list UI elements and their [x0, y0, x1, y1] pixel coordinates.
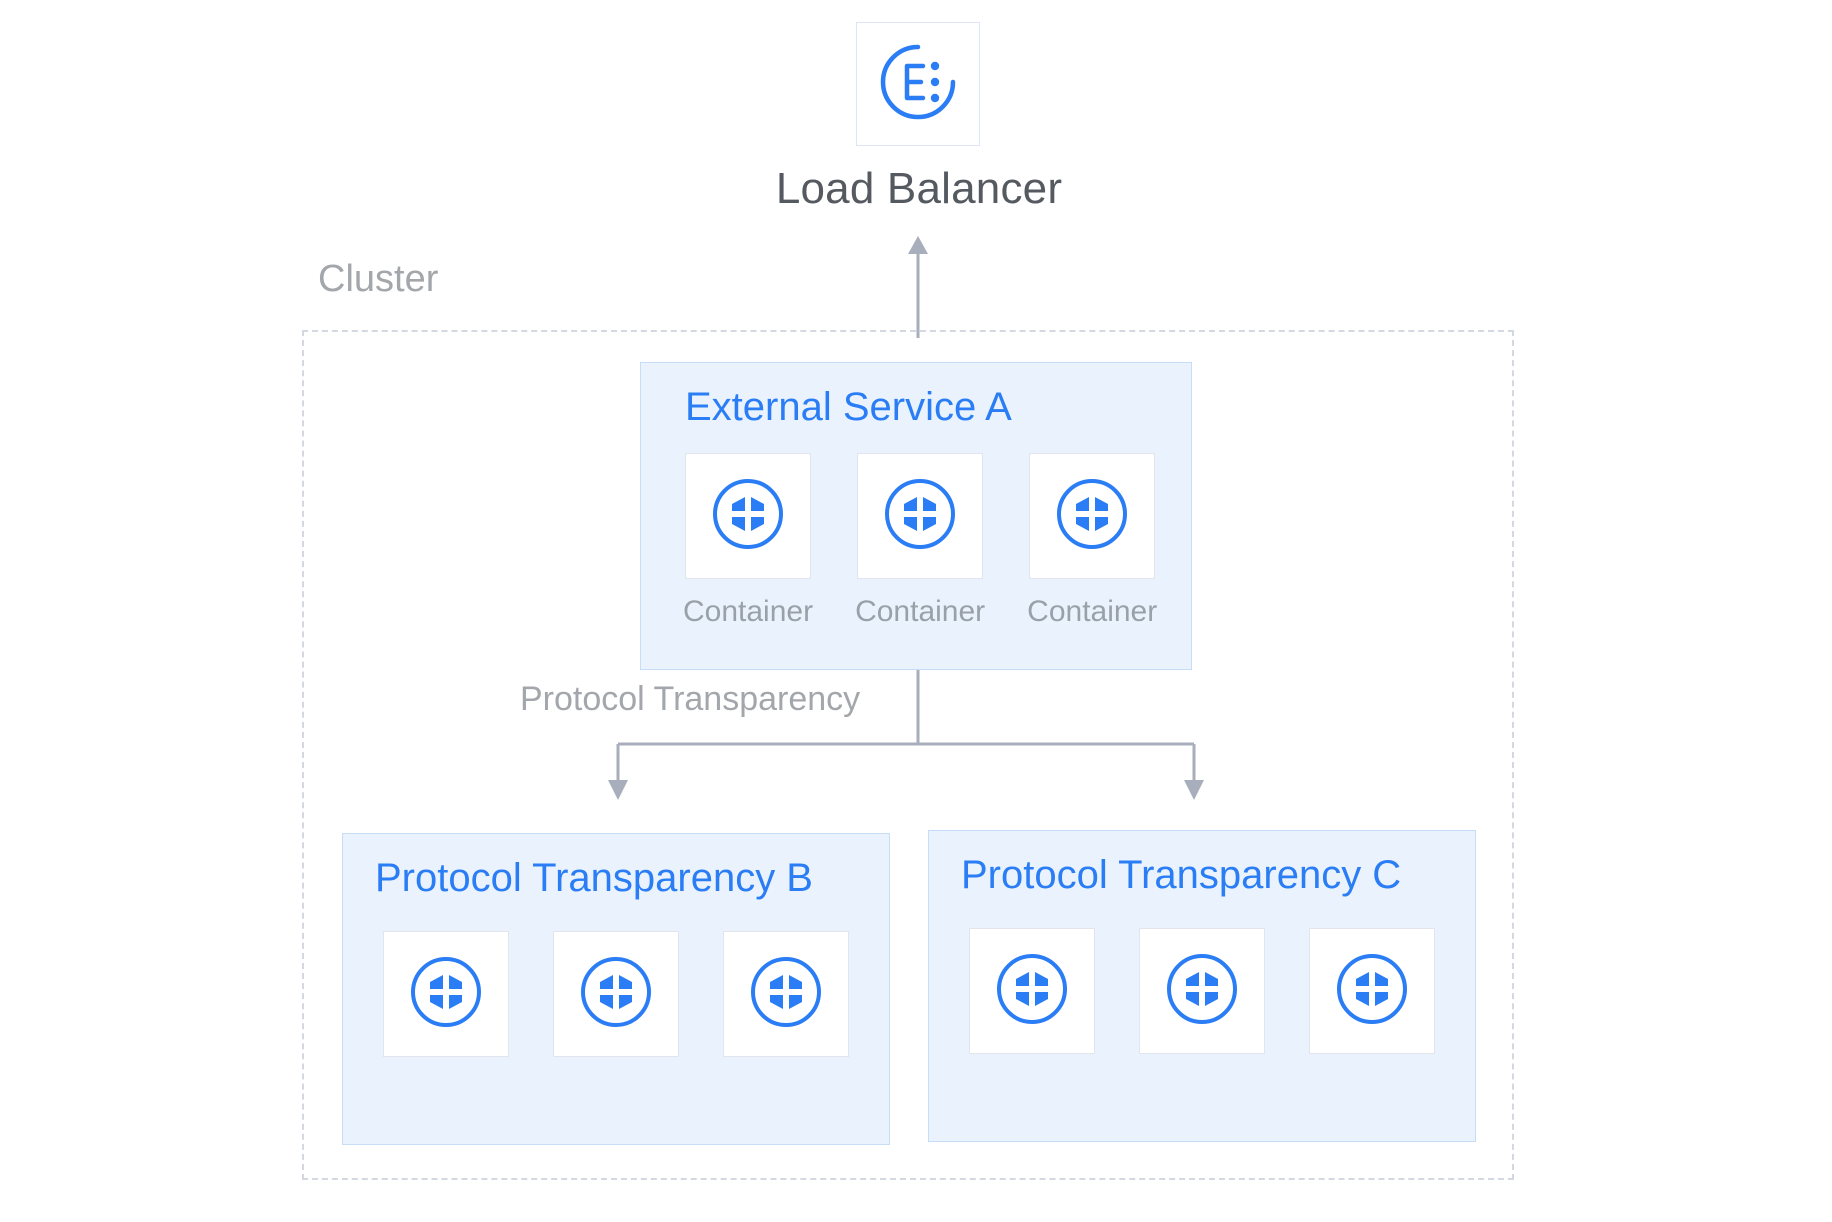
container-icon [743, 949, 829, 1040]
edge-label-protocol-transparency: Protocol Transparency [520, 680, 861, 718]
container-icon [1159, 946, 1245, 1037]
container-tile[interactable] [723, 931, 849, 1057]
container-row [383, 931, 849, 1057]
container-icon [877, 471, 963, 562]
cluster-label: Cluster [318, 258, 439, 300]
container-tile[interactable] [857, 453, 984, 579]
container-icon [705, 471, 791, 562]
container-label: Container [683, 595, 814, 628]
container-tile[interactable] [1029, 453, 1156, 579]
service-box-protocol-transparency-b[interactable]: Protocol Transparency B [342, 833, 890, 1145]
load-balancer-node: Load Balancer [776, 22, 1062, 213]
container-tile[interactable] [969, 928, 1095, 1054]
container-row: Container Container [683, 453, 1157, 629]
load-balancer-icon [877, 41, 959, 128]
connector-cluster-to-load-balancer [880, 230, 960, 340]
service-title: Protocol Transparency B [375, 856, 813, 900]
container-tile[interactable] [685, 453, 812, 579]
container-tile[interactable] [553, 931, 679, 1057]
container-label: Container [855, 595, 986, 628]
container-tile[interactable] [1139, 928, 1265, 1054]
container-label: Container [1027, 595, 1158, 628]
container-cell[interactable] [1139, 928, 1265, 1054]
container-tile[interactable] [383, 931, 509, 1057]
service-box-external-service-a[interactable]: External Service A Container [640, 362, 1192, 670]
service-title: External Service A [685, 385, 1012, 429]
container-icon [1329, 946, 1415, 1037]
container-cell[interactable]: Container [683, 453, 813, 629]
container-icon [989, 946, 1075, 1037]
service-title: Protocol Transparency C [961, 853, 1402, 897]
container-cell[interactable] [383, 931, 509, 1057]
service-box-protocol-transparency-c[interactable]: Protocol Transparency C [928, 830, 1476, 1142]
container-cell[interactable] [723, 931, 849, 1057]
container-icon [403, 949, 489, 1040]
container-icon [1049, 471, 1135, 562]
cluster-boundary [302, 330, 1514, 1180]
load-balancer-label: Load Balancer [775, 164, 1063, 213]
container-cell[interactable] [553, 931, 679, 1057]
container-cell[interactable]: Container [855, 453, 985, 629]
container-row [969, 928, 1435, 1054]
container-cell[interactable] [1309, 928, 1435, 1054]
container-tile[interactable] [1309, 928, 1435, 1054]
load-balancer-tile[interactable] [856, 22, 980, 146]
container-icon [573, 949, 659, 1040]
container-cell[interactable]: Container [1027, 453, 1157, 629]
container-cell[interactable] [969, 928, 1095, 1054]
